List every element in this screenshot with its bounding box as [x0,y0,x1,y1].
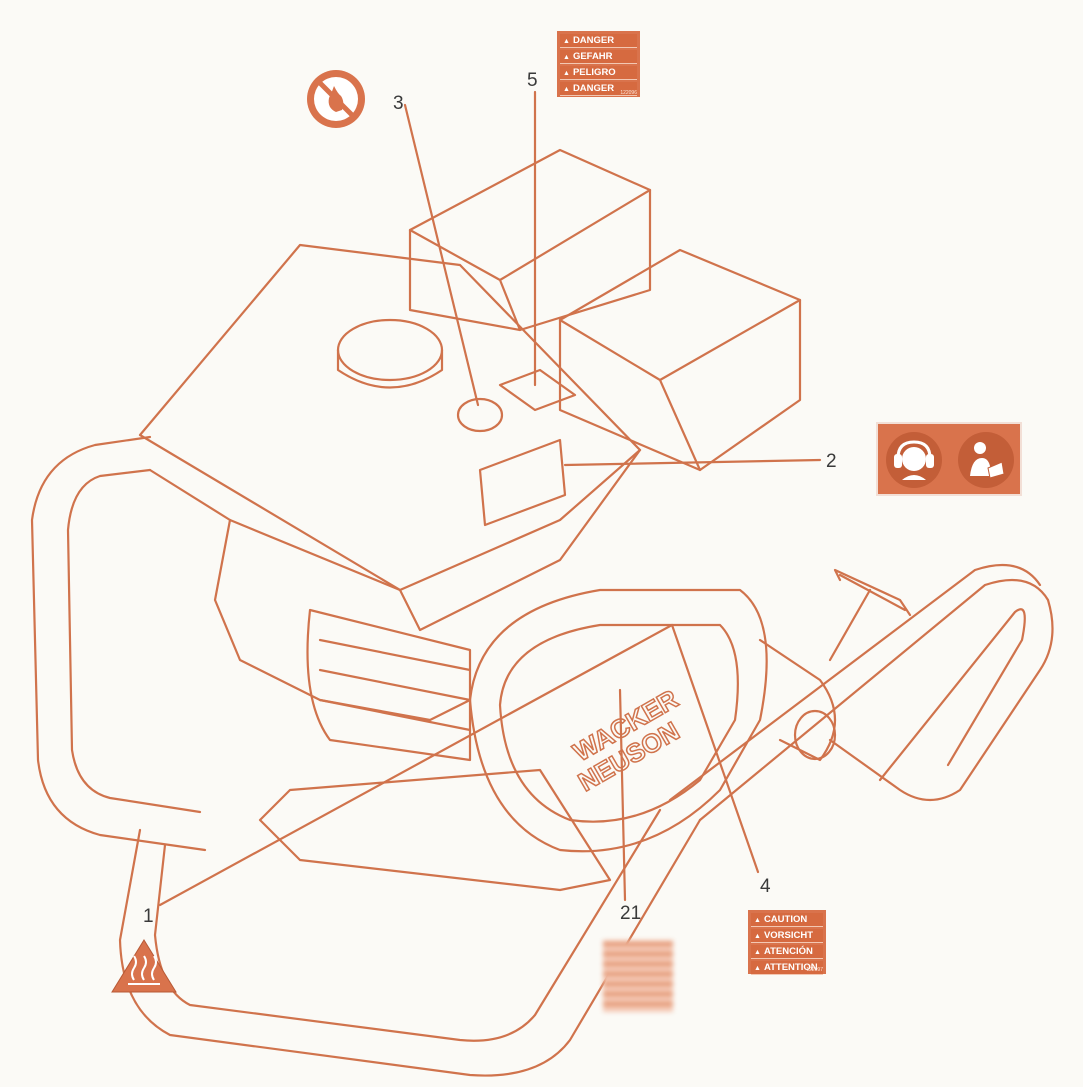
caution-row-4: ATTENTION [763,962,818,973]
label-spot-5 [498,368,577,412]
warning-triangle-icon: ▲ [754,917,761,924]
caution-label: ▲CAUTION ▲VORSICHT ▲ATENCIÓN ▲ATTENTION … [748,910,826,975]
warning-triangle-icon: ▲ [754,949,761,956]
callout-5: 5 [527,70,538,91]
warning-triangle-icon: ▲ [563,70,570,77]
label-spot-3 [456,397,504,433]
pump-motor [306,608,472,762]
no-open-flame-icon [307,70,365,128]
frame-handle-inner [668,563,1042,802]
danger-row-3: PELIGRO [572,67,616,78]
danger-row-1: DANGER [572,35,615,46]
brand-lettering: WACKER NEUSON [567,683,685,798]
hot-surface-warning-icon [111,939,177,993]
warning-triangle-icon: ▲ [754,965,761,972]
caution-row-2: VORSICHT [763,930,814,941]
callout-21: 21 [620,903,642,924]
pump-body [468,588,768,853]
label-spot-2 [478,438,567,527]
callout-1: 1 [143,906,154,927]
frame-handle [698,578,1054,822]
danger-row-2: GEFAHR [572,51,613,62]
fuel-cap [336,318,444,382]
caution-row-3: ATENCIÓN [763,946,813,957]
engine-side [213,518,472,722]
frame-tube-inner [66,468,202,814]
base-plate [258,768,612,892]
caution-label-code: 122097 [806,967,823,973]
ppe-label [876,422,1022,496]
outlet-pipe [758,638,837,762]
muffler [558,248,802,472]
callout-3: 3 [393,93,404,114]
warning-triangle-icon: ▲ [563,86,570,93]
t-valve [828,568,912,662]
ear-protection-icon [886,432,942,488]
callout-4: 4 [760,876,771,897]
air-cleaner [408,148,652,332]
frame-handle-2 [878,608,1026,782]
warning-triangle-icon: ▲ [563,38,570,45]
callout-2: 2 [826,451,837,472]
warning-triangle-icon: ▲ [563,54,570,61]
engine-housing [138,243,642,592]
warning-triangle-icon: ▲ [754,933,761,940]
caution-row-1: CAUTION [763,914,808,925]
frame-base-inner [153,808,662,1042]
blurred-label-21 [603,940,673,1012]
outlet-port [793,709,837,761]
danger-label-code: 122096 [620,90,637,96]
read-manual-icon [958,432,1014,488]
danger-row-4: DANGER [572,83,615,94]
frame-tube [30,435,207,852]
danger-label: ▲DANGER ▲GEFAHR ▲PELIGRO ▲DANGER 122096 [557,31,640,97]
engine-housing-lower [148,448,642,632]
